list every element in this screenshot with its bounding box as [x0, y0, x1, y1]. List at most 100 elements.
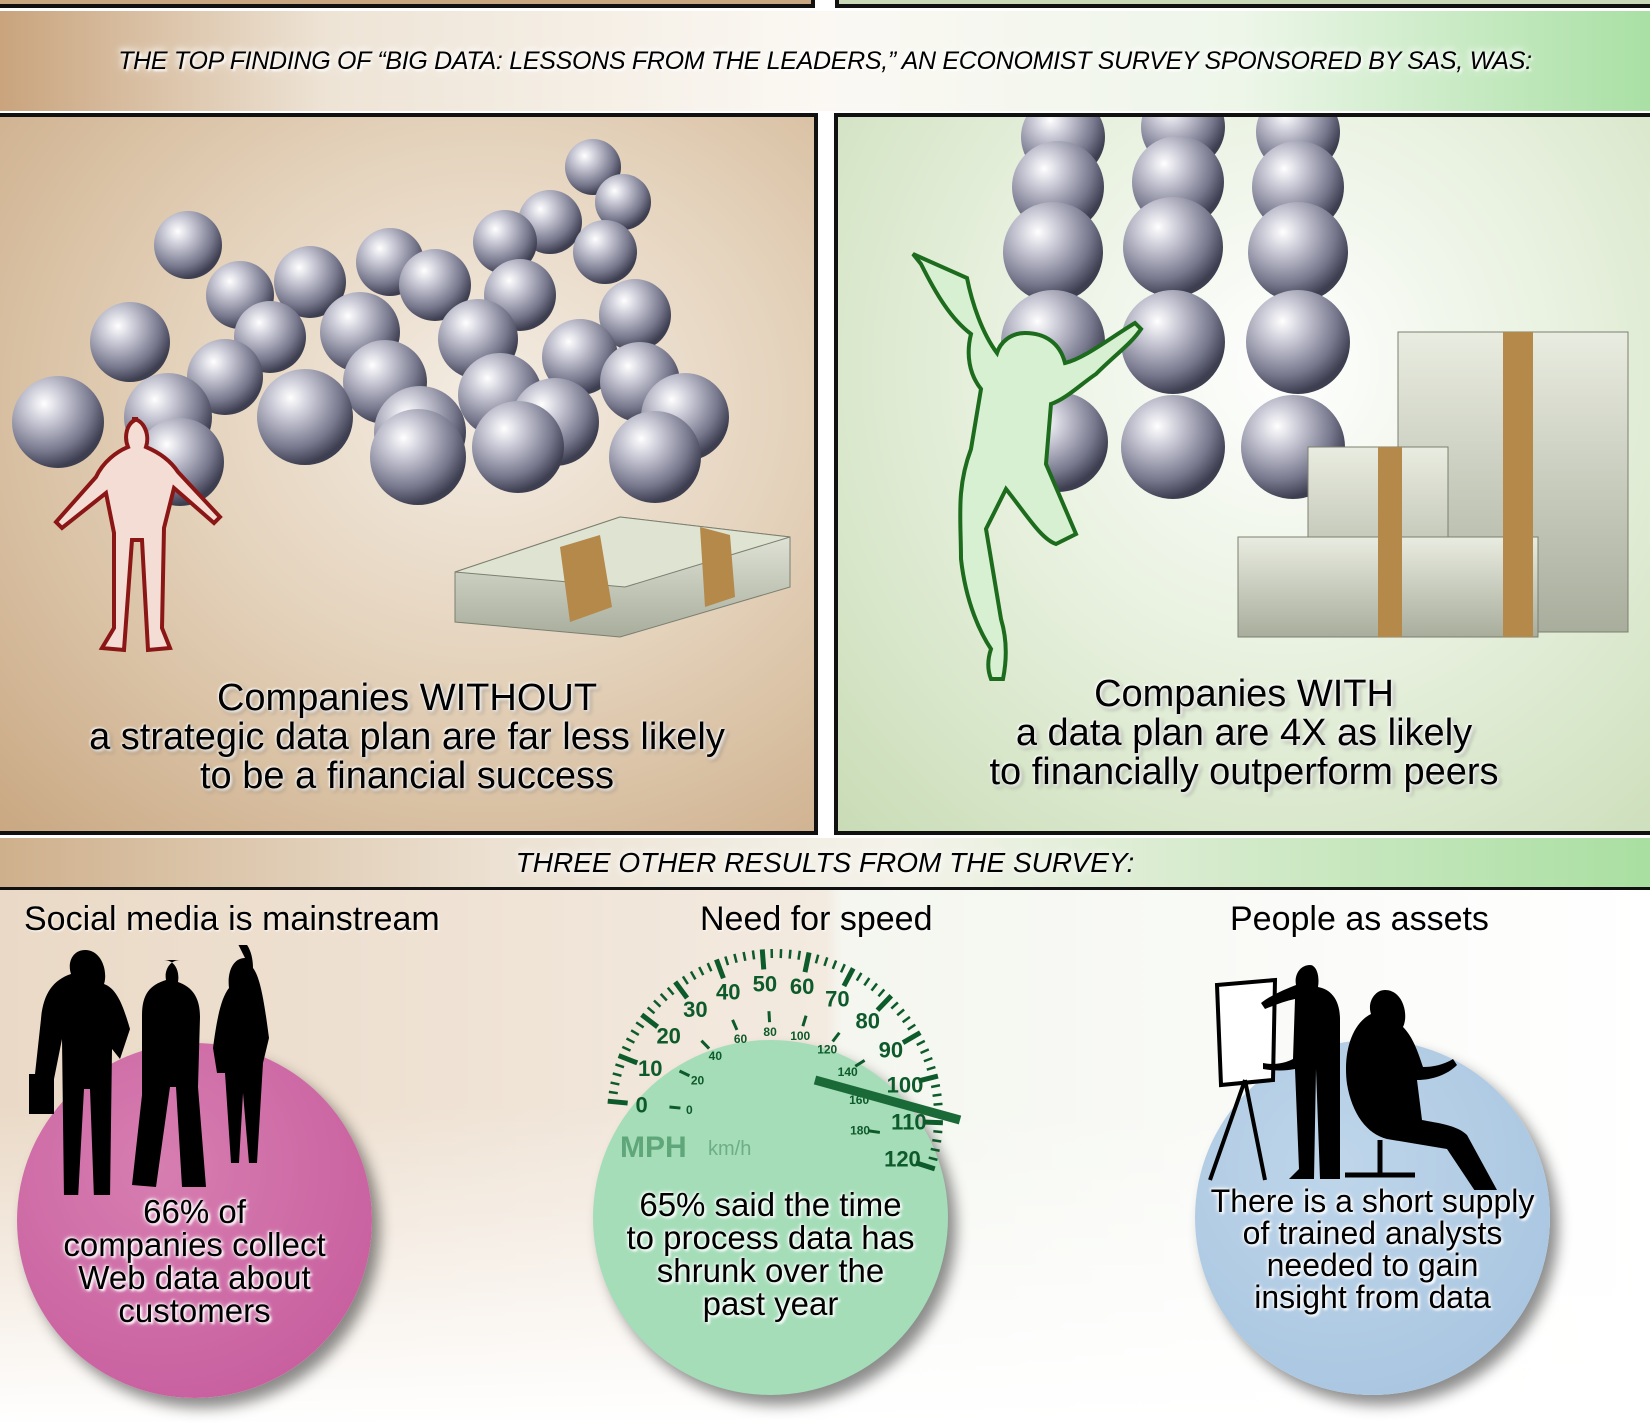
- kmh-tick: [801, 1015, 808, 1027]
- mph-label: 30: [683, 997, 707, 1022]
- top-strip-right: [835, 0, 1650, 8]
- mph-tick: [930, 1084, 941, 1089]
- tall-cash-stacks-icon: [1237, 331, 1629, 638]
- kmh-tick: [831, 1031, 841, 1043]
- mph-tick: [814, 954, 820, 964]
- result-line: shrunk over the: [656, 1252, 885, 1289]
- mph-tick: [659, 993, 668, 1002]
- mph-tick: [855, 972, 863, 982]
- result-heading-speed: Need for speed: [700, 900, 933, 938]
- mph-label: 90: [879, 1038, 903, 1063]
- confused-person-silhouette: [53, 417, 223, 653]
- caption-line: a data plan are 4X as likely: [1015, 712, 1473, 754]
- mph-tick: [681, 975, 689, 985]
- result-line: insight from data: [1254, 1279, 1491, 1315]
- mph-tick: [901, 1015, 911, 1024]
- mph-tick: [896, 1008, 905, 1017]
- result-line: There is a short supply: [1210, 1183, 1535, 1219]
- kmh-label: 60: [734, 1032, 748, 1046]
- mph-tick: [706, 962, 713, 972]
- mph-label: 20: [656, 1023, 680, 1048]
- mph-tick: [621, 1045, 632, 1052]
- top-strip-left: [0, 0, 815, 8]
- people-text: There is a short supply of trained analy…: [1195, 1185, 1550, 1313]
- mph-tick: [916, 1039, 926, 1047]
- mph-tick: [788, 949, 792, 959]
- mph-tick: [635, 1021, 645, 1029]
- mph-tick: [933, 1130, 943, 1134]
- mph-tick: [926, 1065, 936, 1071]
- mph-tick: [933, 1102, 943, 1106]
- mph-tick: [689, 970, 697, 980]
- result-line: Web data about: [78, 1259, 311, 1296]
- mph-unit: MPH: [620, 1131, 687, 1164]
- mph-tick: [831, 960, 838, 970]
- mph-tick: [742, 951, 747, 962]
- mph-label: 120: [884, 1146, 921, 1171]
- mph-tick: [625, 1037, 636, 1044]
- caption-line: Companies WITHOUT: [216, 677, 598, 719]
- result-heading-social: Social media is mainstream: [24, 900, 440, 938]
- mph-label: 80: [856, 1008, 880, 1033]
- kmh-tick: [731, 1019, 739, 1031]
- mph-tick: [751, 950, 756, 960]
- social-media-text: 66% of companies collect Web data about …: [17, 1195, 372, 1327]
- jumping-person-silhouette: [911, 252, 1144, 681]
- kmh-label: 180: [850, 1124, 870, 1138]
- mph-tick: [646, 1006, 656, 1015]
- mph-tick: [733, 953, 738, 964]
- mph-tick: [863, 977, 871, 987]
- mph-label: 70: [825, 986, 849, 1011]
- mph-tick: [890, 1001, 899, 1010]
- kmh-tick: [678, 1069, 691, 1078]
- mph-tick: [673, 980, 690, 1000]
- mph-tick: [920, 1048, 930, 1055]
- mph-tick: [802, 951, 812, 973]
- business-people-silhouettes: [29, 945, 269, 1195]
- mph-tick: [714, 958, 726, 980]
- mph-tick: [907, 1023, 917, 1031]
- kmh-label: 80: [763, 1025, 777, 1039]
- mph-label: 10: [638, 1056, 662, 1081]
- mph-label: 0: [635, 1092, 647, 1117]
- caption-line: Companies WITH: [1094, 673, 1394, 715]
- mph-tick: [759, 949, 767, 970]
- kmh-tick: [669, 1105, 681, 1110]
- mph-tick: [917, 1073, 939, 1084]
- speed-text: 65% said the time to process data has sh…: [593, 1188, 948, 1320]
- mph-tick: [901, 1030, 922, 1045]
- mph-label: 50: [753, 971, 777, 996]
- mph-tick: [612, 1072, 622, 1077]
- kmh-unit: km/h: [708, 1138, 751, 1160]
- mph-tick: [653, 999, 662, 1008]
- result-heading-people: People as assets: [1230, 900, 1489, 938]
- panel-with-plan: Companies WITH a data plan are 4X as lik…: [834, 113, 1650, 835]
- mph-tick: [930, 1147, 940, 1152]
- kmh-tick: [854, 1059, 866, 1068]
- mph-tick: [640, 1012, 660, 1029]
- mph-tick: [615, 1063, 625, 1069]
- result-line: customers: [118, 1292, 271, 1329]
- kmh-label: 20: [691, 1074, 705, 1088]
- mph-tick: [841, 967, 856, 988]
- result-line: past year: [702, 1285, 839, 1322]
- caption-line: to be a financial success: [199, 755, 614, 797]
- mph-label: 60: [790, 974, 814, 999]
- mph-tick: [823, 956, 829, 967]
- mph-tick: [610, 1081, 620, 1086]
- mph-tick: [870, 982, 878, 992]
- result-line: 65% said the time: [639, 1186, 902, 1223]
- section-title: THREE OTHER RESULTS FROM THE SURVEY:: [515, 846, 1135, 878]
- result-line: companies collect: [63, 1226, 326, 1263]
- mph-tick: [839, 963, 846, 973]
- kmh-tick: [700, 1039, 711, 1050]
- kmh-tick: [767, 1011, 772, 1023]
- speedometer-needle: [813, 1075, 962, 1125]
- scattered-spheres-illustration: [12, 139, 791, 653]
- headline-banner: THE TOP FINDING OF “BIG DATA: LESSONS FR…: [0, 11, 1650, 111]
- presenter-and-seated-person-silhouettes: [1208, 965, 1497, 1190]
- cash-stacks-icon: [454, 516, 791, 638]
- panel-without-plan: Companies WITHOUT a strategic data plan …: [0, 113, 818, 835]
- mph-tick: [932, 1093, 942, 1097]
- mph-tick: [932, 1138, 942, 1143]
